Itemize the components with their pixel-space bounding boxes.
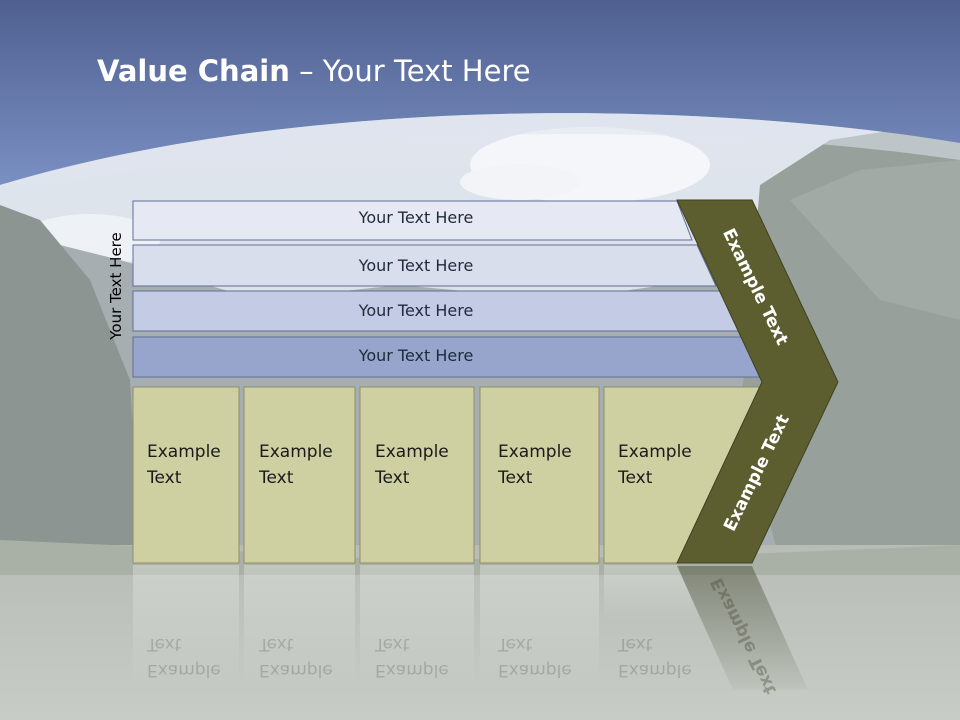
title-bold: Value Chain: [97, 54, 290, 88]
box-text-5-line2: Text: [618, 468, 653, 488]
box-text-4-line1: Example: [498, 442, 572, 462]
bar-label-2: Your Text Here: [358, 256, 474, 275]
box-text-1-line1: Example: [147, 442, 221, 462]
box-text-2: Example Text: [259, 439, 333, 491]
box-text-1-line2: Text: [147, 468, 182, 488]
bar-label-4: Your Text Here: [358, 346, 474, 365]
box-shape-1: [132, 386, 240, 564]
box-text-4: Example Text: [498, 439, 572, 491]
side-label: Your Text Here: [107, 232, 125, 340]
box-text-3: Example Text: [375, 439, 449, 491]
box-text-5-line1: Example: [618, 442, 692, 462]
box-shape-4: [479, 386, 600, 564]
slide-title: Value Chain – Your Text Here: [97, 54, 531, 88]
box-shape-3: [359, 386, 475, 564]
bar-shape-1: [132, 200, 693, 241]
box-text-2-line2: Text: [259, 468, 294, 488]
box-shape-2: [243, 386, 356, 564]
box-text-4-line2: Text: [498, 468, 533, 488]
box-text-1: Example Text: [147, 439, 221, 491]
title-rest: – Your Text Here: [299, 54, 531, 88]
bar-shape-2: [132, 244, 717, 287]
bar-label-1: Your Text Here: [358, 208, 474, 227]
box-text-2-line1: Example: [259, 442, 333, 462]
chevron-shape: [676, 199, 839, 564]
box-text-3-line2: Text: [375, 468, 410, 488]
box-text-3-line1: Example: [375, 442, 449, 462]
box-text-5: Example Text: [618, 439, 692, 491]
bar-label-3: Your Text Here: [358, 301, 474, 320]
